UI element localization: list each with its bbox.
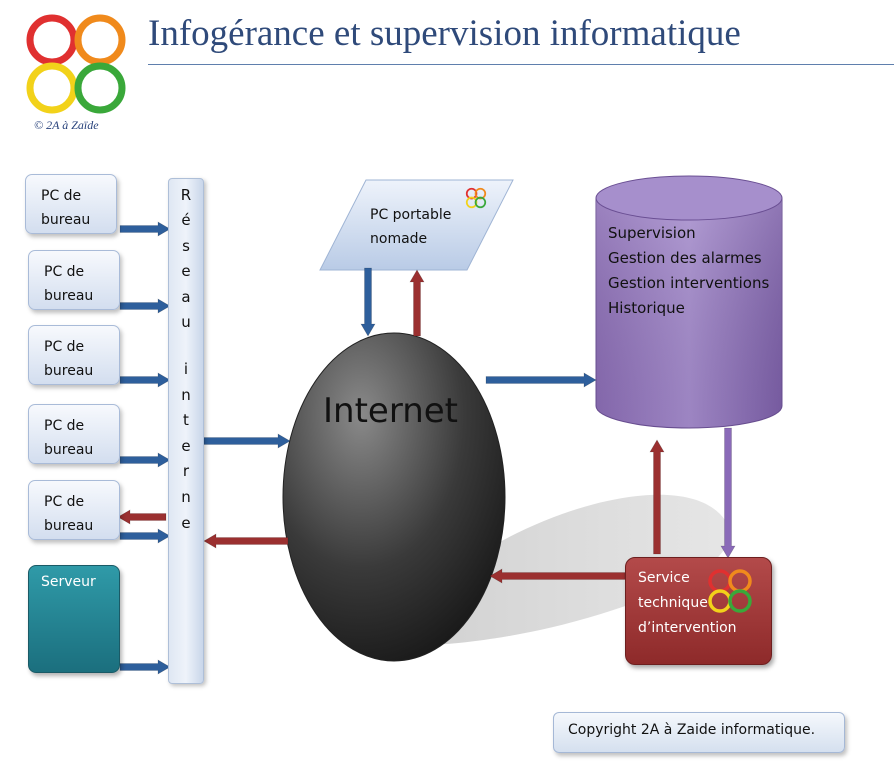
laptop-label: PC portable nomade <box>370 203 451 251</box>
arrow-pc4-to-network <box>119 452 171 468</box>
desktop-pc-2-label-line2: bureau <box>44 288 94 304</box>
desktop-pc-5-label-line2: bureau <box>44 518 94 534</box>
service-label-line3: d’intervention <box>638 620 737 636</box>
internet-label: Internet <box>323 391 459 431</box>
desktop-pc-3: PC de bureau <box>28 325 120 385</box>
arrows-layer <box>117 221 736 675</box>
arrow-service-to-internet <box>489 568 626 584</box>
desktop-pc-4-label-line2: bureau <box>44 442 94 458</box>
internal-network-bar <box>168 178 204 684</box>
arrow-pc5-to-network <box>119 528 171 544</box>
desktop-pc-4: PC de bureau <box>28 404 120 464</box>
arrow-server-to-network <box>119 659 171 675</box>
arrow-service-to-supervision <box>649 439 665 555</box>
service-logo-icon <box>708 569 752 613</box>
title-divider <box>148 64 894 65</box>
supervision-line-1: Supervision <box>608 224 696 242</box>
supervision-database <box>595 175 783 429</box>
service-label-line1: Service <box>638 570 690 586</box>
copyright-box <box>553 712 845 753</box>
service-label: Service technique d’intervention <box>638 566 737 641</box>
logo-caption: © 2A à Zaïde <box>34 118 99 132</box>
server-node <box>28 565 120 673</box>
desktop-pc-3-label-line2: bureau <box>44 363 94 379</box>
desktop-pc-4-label-line1: PC de <box>44 418 85 434</box>
desktop-pc-1: PC de bureau <box>25 174 117 234</box>
desktop-pc-2-label-line1: PC de <box>44 264 85 280</box>
copyright-text: Copyright 2A à Zaide informatique. <box>568 722 816 738</box>
arrow-internet-to-supervision <box>485 372 597 388</box>
laptop-logo-icon <box>465 187 487 209</box>
arrow-supervision-to-service <box>720 427 736 559</box>
arrow-network-to-internet <box>203 433 291 449</box>
desktop-pc-1-label-line1: PC de <box>41 188 82 204</box>
arrow-internet-to-network <box>203 533 289 549</box>
service-label-line2: technique <box>638 595 708 611</box>
arrow-network-to-pc5 <box>117 509 167 525</box>
desktop-pc-1-label-line2: bureau <box>41 212 91 228</box>
desktop-pc-5-label-line1: PC de <box>44 494 85 510</box>
desktop-pc-3-label-line1: PC de <box>44 339 85 355</box>
supervision-line-4: Historique <box>608 299 685 317</box>
laptop-label-line2: nomade <box>370 231 428 247</box>
desktop-pc-5: PC de bureau <box>28 480 120 540</box>
supervision-line-2: Gestion des alarmes <box>608 249 762 267</box>
page-title: Infogérance et supervision informatique <box>148 13 741 54</box>
arrow-pc1-to-network <box>119 221 171 237</box>
arrow-internet-to-laptop <box>409 269 425 337</box>
internet-globe <box>282 332 506 662</box>
laptop-label-line1: PC portable <box>370 207 452 223</box>
arrow-pc3-to-network <box>119 372 171 388</box>
desktop-pc-2: PC de bureau <box>28 250 120 310</box>
arrow-pc2-to-network <box>119 298 171 314</box>
laptop-shape <box>319 179 514 271</box>
supervision-line-3: Gestion interventions <box>608 274 770 292</box>
arrow-laptop-to-internet <box>360 267 376 337</box>
server-label: Serveur <box>41 574 96 590</box>
company-logo-icon <box>26 14 126 114</box>
